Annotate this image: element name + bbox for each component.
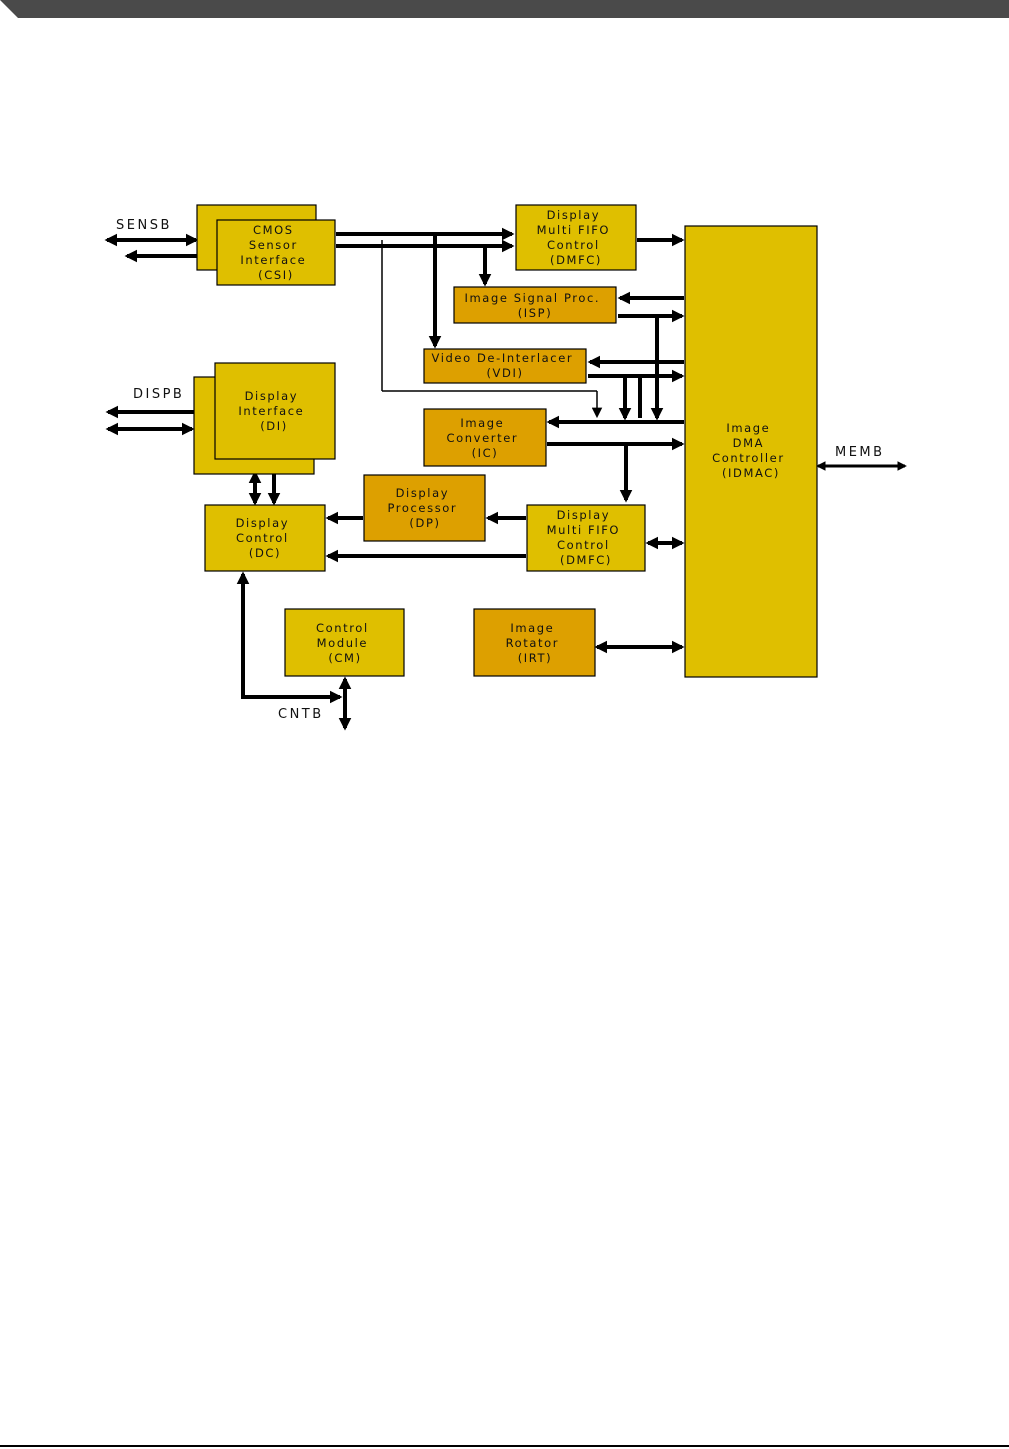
header-bar-shape bbox=[0, 0, 1009, 18]
bus-labels: SENSB DISPB MEMB CNTB bbox=[116, 218, 885, 722]
dispb-label: DISPB bbox=[133, 387, 184, 402]
csi-block bbox=[216, 219, 336, 286]
vdi-block bbox=[423, 348, 587, 384]
cm-block bbox=[284, 608, 405, 677]
ic-block bbox=[423, 408, 547, 467]
ipu-block-diagram: CMOS Sensor Interface (CSI) Display Mult… bbox=[104, 204, 907, 731]
dc-label: Display Control (DC) bbox=[236, 516, 295, 560]
dmfc-top-label: Display Multi FIFO Control (DMFC) bbox=[537, 208, 616, 267]
di-label: Display Interface (DI) bbox=[238, 389, 309, 433]
idmac-block bbox=[684, 225, 818, 678]
cm-label: Control Module (CM) bbox=[316, 621, 374, 665]
sensb-label: SENSB bbox=[116, 218, 172, 233]
irt-block bbox=[473, 608, 596, 677]
csi-label: CMOS Sensor Interface (CSI) bbox=[240, 223, 311, 282]
dmfc-bottom-block bbox=[526, 504, 646, 572]
connections bbox=[104, 227, 907, 731]
footer-rule bbox=[0, 1445, 1009, 1447]
idmac-label: Image DMA Controller (IDMAC) bbox=[712, 421, 790, 480]
dc-to-cntb bbox=[236, 571, 343, 704]
irt-label: Image Rotator (IRT) bbox=[506, 621, 565, 665]
memb-label: MEMB bbox=[835, 445, 885, 460]
isp-label: Image Signal Proc. (ISP) bbox=[465, 291, 606, 320]
block-labels: CMOS Sensor Interface (CSI) Display Mult… bbox=[236, 208, 790, 665]
cntb-label: CNTB bbox=[278, 707, 324, 722]
vdi-label: Video De-Interlacer (VDI) bbox=[432, 351, 579, 380]
dp-block bbox=[363, 474, 486, 542]
header-bar bbox=[0, 0, 1009, 18]
dmfc-bottom-label: Display Multi FIFO Control (DMFC) bbox=[547, 508, 626, 567]
isp-block bbox=[453, 286, 617, 324]
ic-label: Image Converter (IC) bbox=[447, 416, 524, 460]
blocks bbox=[193, 204, 818, 678]
dc-block bbox=[204, 504, 326, 572]
di-block bbox=[214, 362, 336, 460]
dp-label: Display Processor (DP) bbox=[387, 486, 462, 530]
dmfc-top-block bbox=[515, 204, 637, 271]
